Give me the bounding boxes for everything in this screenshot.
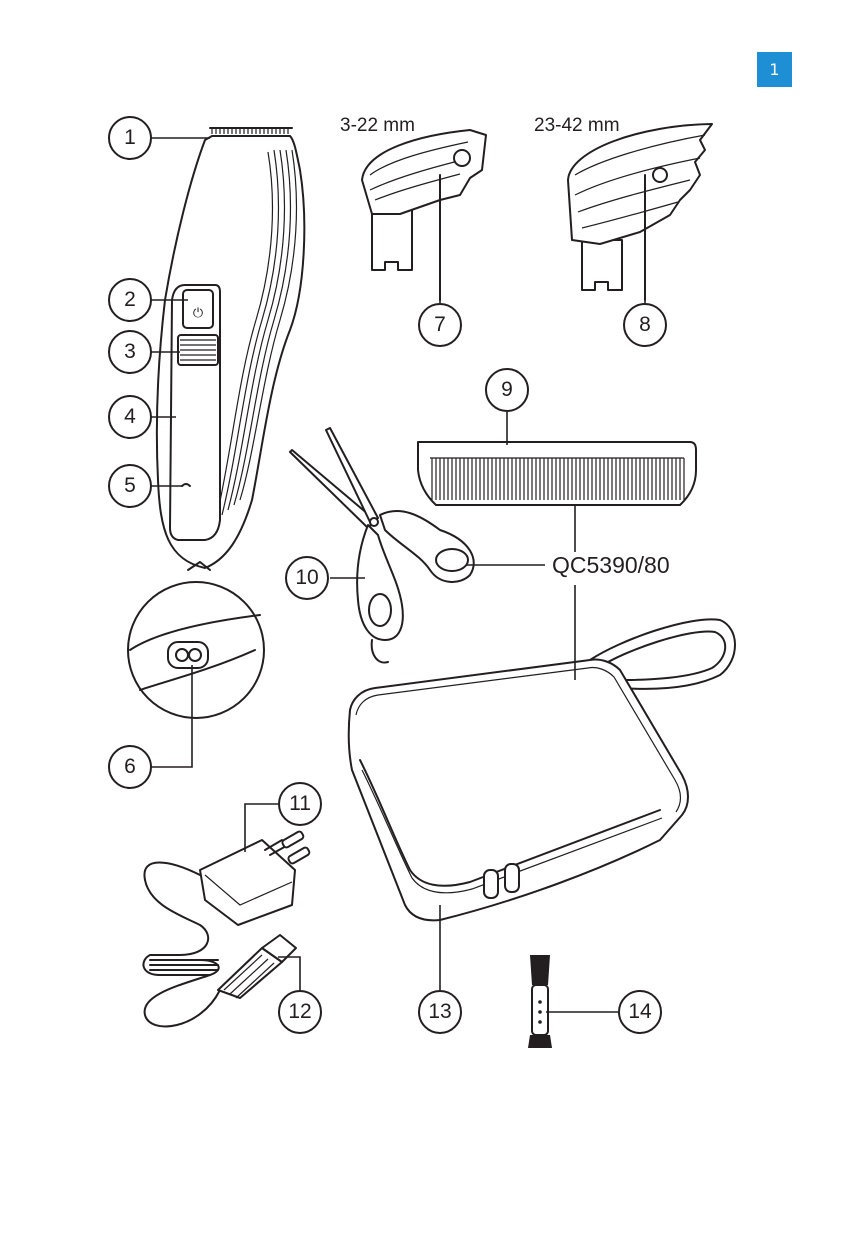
adapter-drawing	[142, 830, 311, 1028]
callout-12: 12	[278, 990, 322, 1034]
scissors-drawing	[289, 427, 475, 664]
callout-8: 8	[623, 303, 667, 347]
large-comb-drawing	[567, 123, 713, 301]
callout-2: 2	[108, 278, 152, 322]
callout-7: 7	[418, 303, 462, 347]
callout-6: 6	[108, 745, 152, 789]
comb-drawing	[417, 441, 697, 506]
callout-9: 9	[485, 368, 529, 412]
callout-13: 13	[418, 990, 462, 1034]
socket-detail-drawing	[127, 581, 265, 719]
callout-4: 4	[108, 395, 152, 439]
brush-drawing	[528, 955, 552, 1048]
callout-1: 1	[108, 116, 152, 160]
callout-5: 5	[108, 464, 152, 508]
callout-14: 14	[618, 990, 662, 1034]
callout-11: 11	[278, 782, 322, 826]
small-comb-drawing	[361, 129, 487, 301]
small-comb-range-label: 3-22 mm	[340, 115, 415, 136]
pouch-drawing	[347, 618, 736, 922]
large-comb-range-label: 23-42 mm	[534, 115, 620, 136]
callout-3: 3	[108, 330, 152, 374]
callout-10: 10	[285, 556, 329, 600]
svg-text:⏻: ⏻	[193, 306, 203, 321]
model-number: QC5390/80	[552, 552, 670, 578]
page-number-badge: 1	[757, 52, 792, 87]
clipper-drawing: ⏻	[155, 127, 306, 571]
leader-lines	[150, 137, 646, 1013]
